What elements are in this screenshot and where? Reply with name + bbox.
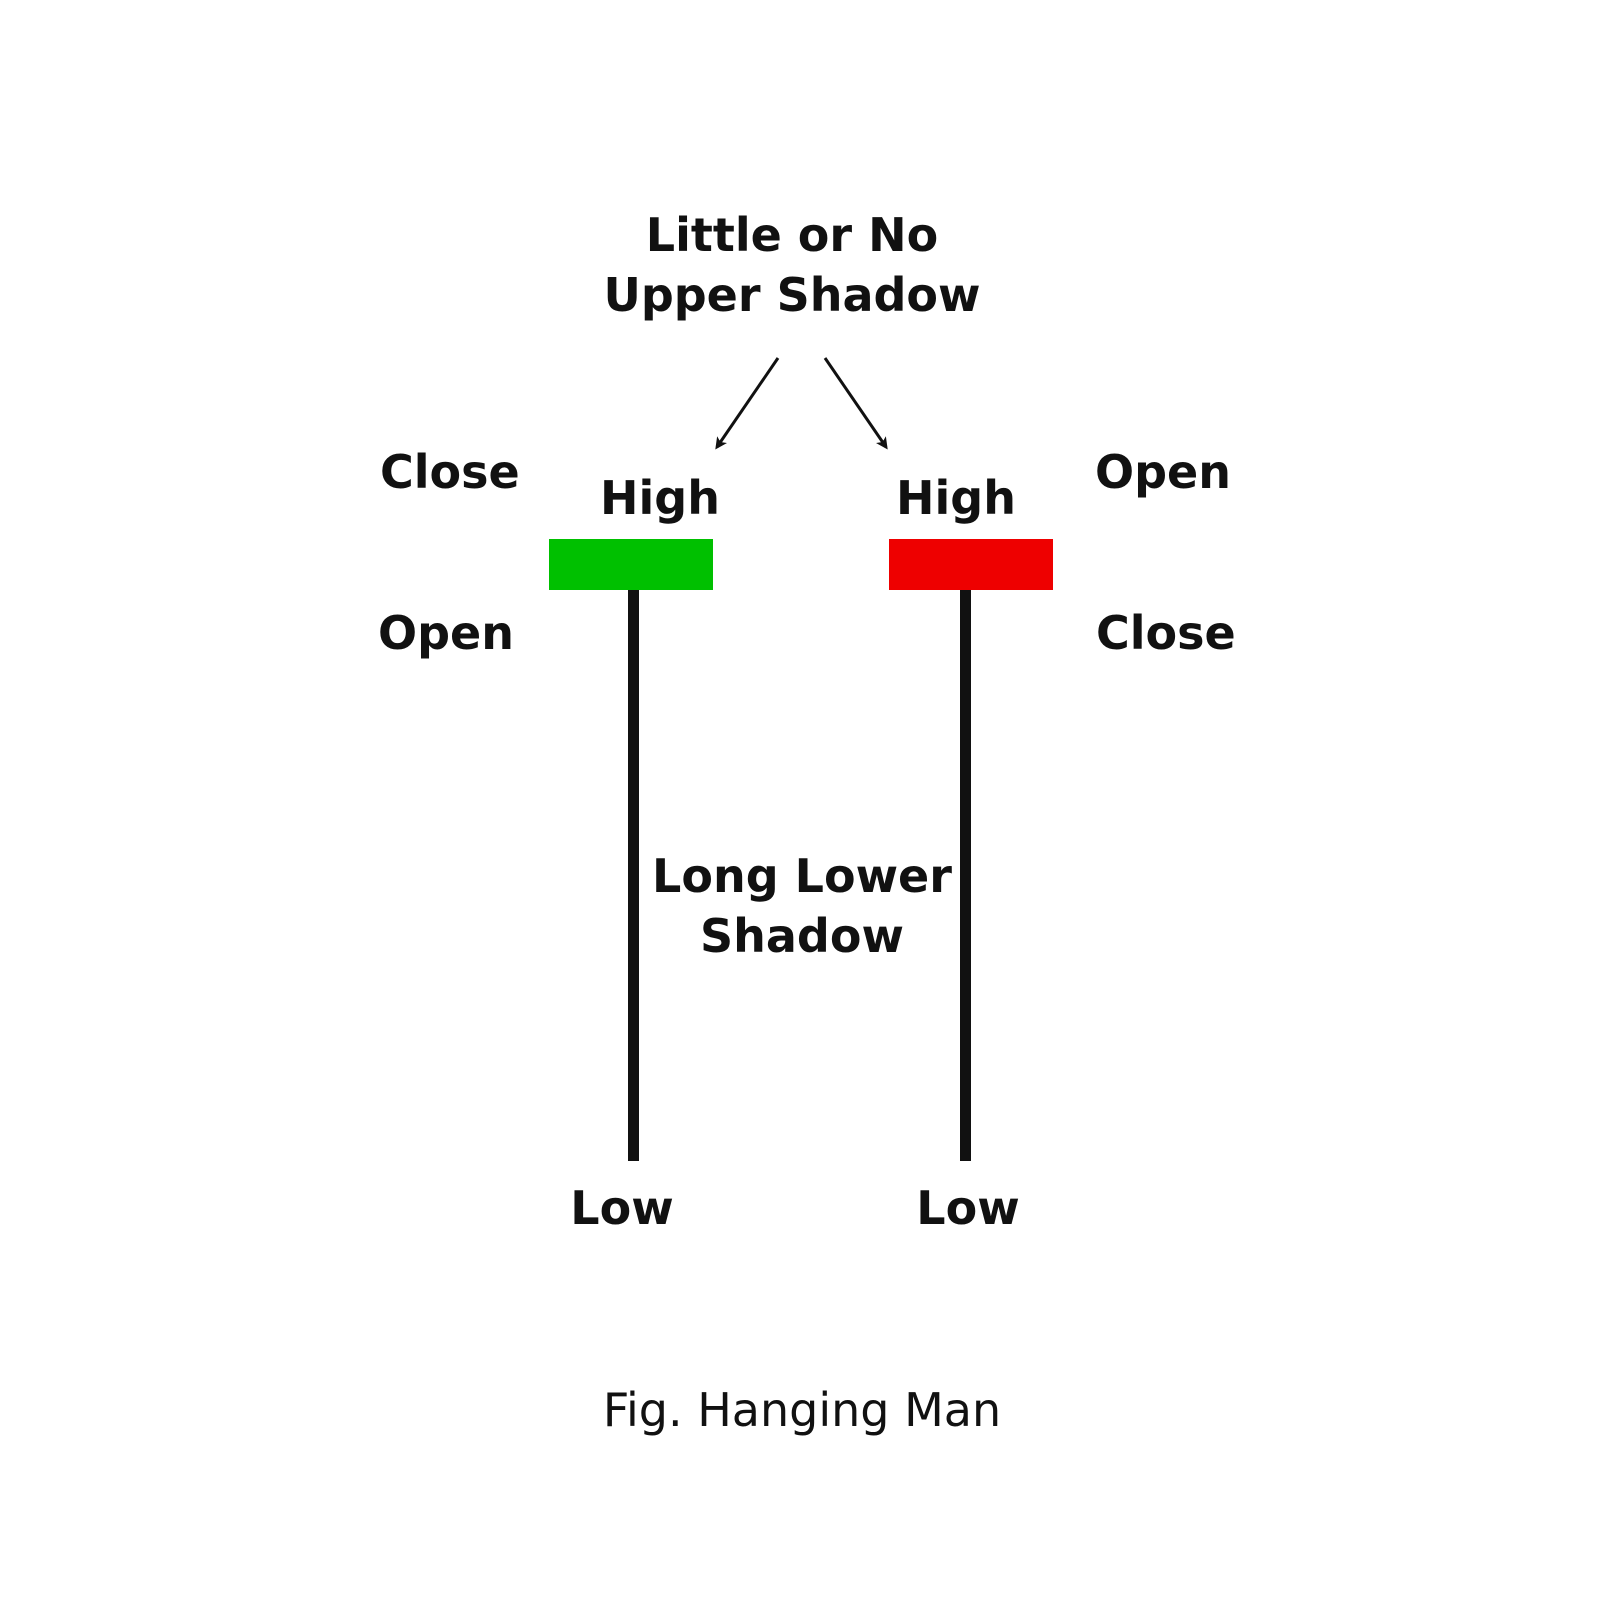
bullish-open-label: Open bbox=[378, 606, 514, 660]
figure-caption: Fig. Hanging Man bbox=[602, 1383, 1002, 1437]
left-arrow bbox=[715, 357, 780, 450]
bullish-high-label: High bbox=[600, 471, 720, 525]
bullish-candle-body bbox=[549, 539, 713, 590]
right-arrow bbox=[823, 357, 888, 450]
bearish-open-label: Open bbox=[1095, 445, 1231, 499]
bearish-low-label: Low bbox=[916, 1181, 1020, 1235]
bullish-lower-shadow bbox=[628, 590, 639, 1161]
bullish-close-label: Close bbox=[380, 445, 520, 499]
upper-shadow-note-line2: Upper Shadow bbox=[603, 268, 981, 322]
lower-shadow-note-line1: Long Lower bbox=[652, 849, 952, 903]
lower-shadow-note-line2: Shadow bbox=[700, 909, 904, 963]
bearish-candle-body bbox=[889, 539, 1053, 590]
upper-shadow-note: Little or No Upper Shadow bbox=[603, 205, 980, 325]
bearish-close-label: Close bbox=[1096, 606, 1236, 660]
lower-shadow-note: Long Lower Shadow bbox=[652, 846, 952, 966]
bearish-high-label: High bbox=[896, 471, 1016, 525]
upper-shadow-note-line1: Little or No bbox=[645, 208, 939, 262]
bullish-low-label: Low bbox=[570, 1181, 674, 1235]
bearish-lower-shadow bbox=[960, 590, 971, 1161]
